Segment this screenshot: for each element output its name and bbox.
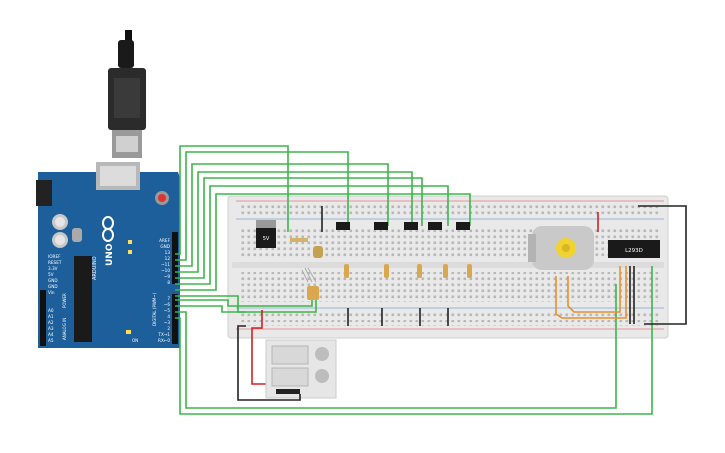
dc-motor[interactable] (528, 226, 594, 270)
pin-reset-label: RESET (48, 260, 62, 265)
pin-11-label: ~11 (161, 262, 170, 267)
pushbuttons[interactable] (336, 222, 470, 230)
pin-5-label: ~5 (164, 308, 171, 313)
on-label: ON (132, 338, 138, 343)
pin-13-label: 13 (165, 250, 171, 255)
pin-a0-label: A0 (48, 308, 54, 313)
pin-a4-label: A4 (48, 332, 54, 337)
power-jack (36, 180, 52, 206)
green-wires[interactable] (175, 145, 653, 415)
pin-10-label: ~10 (161, 268, 170, 273)
board-model-label: UNO (105, 243, 115, 266)
rgb-led[interactable] (301, 267, 317, 283)
pin-12-label: 12 (165, 256, 171, 261)
pin-gnd1-label: GND (48, 278, 58, 283)
voltage-regulator[interactable]: 5V (256, 220, 276, 248)
pin-4-label: 4 (167, 314, 170, 319)
driver-label: L293D (625, 248, 643, 254)
black-wires[interactable] (271, 205, 687, 326)
atmega-chip (74, 256, 92, 342)
power-header-label: POWER (62, 293, 67, 308)
pin-2-label: 2 (167, 326, 170, 331)
pin-tx-label: TX→1 (157, 332, 170, 337)
relay-module[interactable] (265, 339, 337, 399)
board-brand-label: ARDUINO (92, 256, 98, 280)
digital-header-label: DIGITAL (PWM~) (152, 292, 157, 326)
pin-6-label: ~6 (164, 302, 171, 307)
analog-header-label: ANALOG IN (62, 318, 67, 340)
pin-7-label: 7 (167, 296, 170, 301)
pin-ioref-label: IOREF (48, 254, 61, 259)
resistors[interactable] (307, 264, 472, 300)
motor-driver-chip[interactable]: L293D (608, 240, 660, 258)
usb-cable[interactable] (108, 30, 146, 158)
pin-rx-label: RX←0 (158, 338, 170, 343)
capacitor[interactable] (290, 238, 323, 258)
pin-aref-label: AREF (159, 238, 170, 243)
pin-a2-label: A2 (48, 320, 54, 325)
pin-gnd-label: GND (160, 244, 170, 249)
relay-ground-wire[interactable] (237, 325, 301, 401)
pin-a5-label: A5 (48, 338, 54, 343)
pin-3-label: ~3 (164, 320, 171, 325)
pin-5v-label: 5V (48, 272, 54, 277)
arduino-logo-icon (102, 216, 114, 242)
pin-9-label: ~9 (164, 274, 171, 279)
pin-3v3-label: 3.3V (48, 266, 58, 271)
pin-gnd2-label: GND (48, 284, 58, 289)
pin-vin-label: Vin (48, 290, 55, 295)
pin-8-label: 8 (167, 280, 170, 285)
pin-a1-label: A1 (48, 314, 54, 319)
orange-wires[interactable] (555, 266, 627, 319)
pin-a3-label: A3 (48, 326, 54, 331)
arduino-board[interactable]: UNO ARDUINO ON IOREF RESET 3.3V 5V GND G… (36, 162, 180, 348)
regulator-label: 5V (263, 236, 270, 242)
